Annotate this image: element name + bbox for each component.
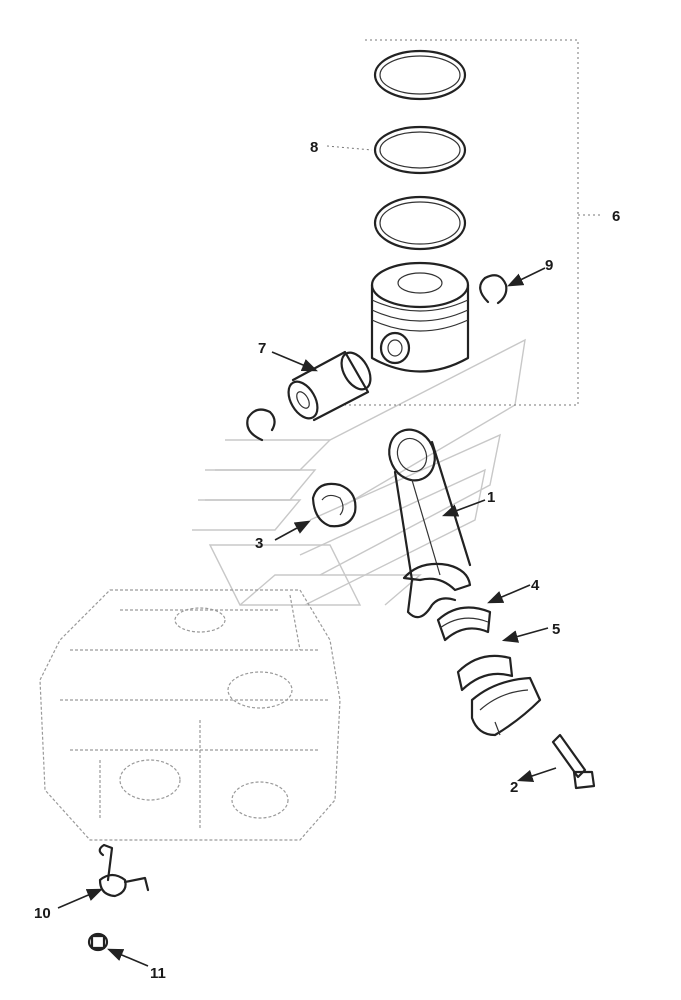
callout-4: 4 xyxy=(531,577,540,594)
circlip-right xyxy=(479,274,508,305)
nozzle-bolt xyxy=(87,932,109,952)
callout-1: 1 xyxy=(487,489,495,506)
callout-3: 3 xyxy=(255,535,263,552)
callout-6: 6 xyxy=(612,208,620,225)
engine-block-outline xyxy=(39,589,341,841)
bearing-shell-upper xyxy=(436,606,492,642)
piston-kit-bracket xyxy=(345,39,600,406)
rod-bolt xyxy=(551,733,596,790)
leader-arrows xyxy=(57,145,557,967)
callout-7: 7 xyxy=(258,340,266,357)
callout-11: 11 xyxy=(150,965,166,982)
callout-5: 5 xyxy=(552,621,560,638)
connecting-rod xyxy=(388,428,472,619)
piston xyxy=(370,261,470,373)
circlip-left xyxy=(246,408,276,442)
piston-pin xyxy=(287,350,372,422)
watermark-logo xyxy=(192,338,526,606)
piston-ring-middle xyxy=(373,125,467,175)
callout-10: 10 xyxy=(34,905,51,922)
rod-cap-and-bearing xyxy=(456,654,542,737)
small-end-bushing xyxy=(311,482,357,528)
piston-ring-top xyxy=(373,49,467,101)
callout-9: 9 xyxy=(545,257,553,274)
piston-ring-bottom xyxy=(373,195,467,251)
callout-8: 8 xyxy=(310,139,318,156)
cooling-nozzle xyxy=(98,843,150,898)
callout-2: 2 xyxy=(510,779,518,796)
